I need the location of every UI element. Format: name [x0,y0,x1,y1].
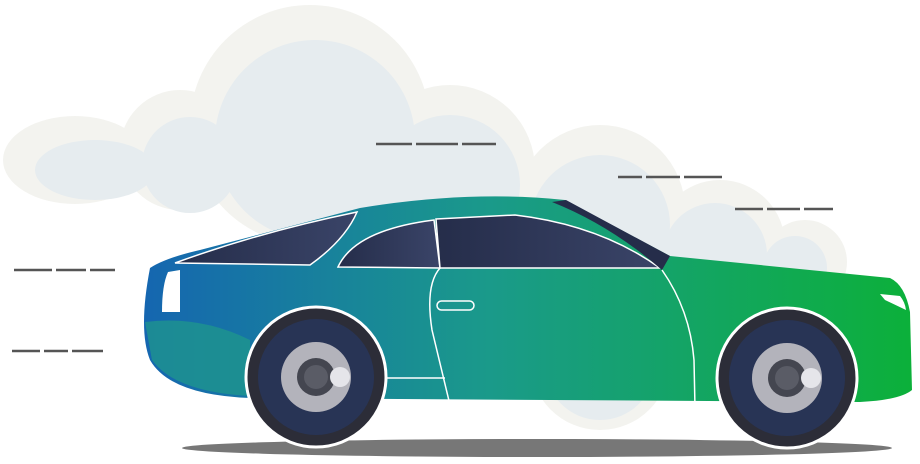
speed-lines [12,142,833,353]
rear-window [174,210,359,266]
front-bumper [145,320,250,396]
car-shadow [182,439,892,457]
door-handle [436,300,475,311]
headlight [880,294,906,310]
windshield [552,200,670,270]
rear-wheel [244,305,388,449]
side-window-rear [336,219,441,269]
front-wheel [715,306,859,450]
taillight [162,270,180,312]
